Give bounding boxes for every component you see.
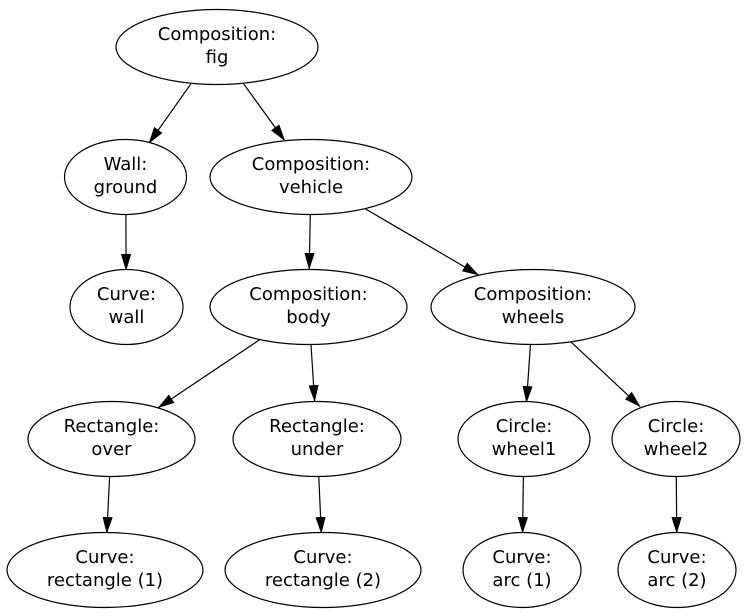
node-ground: Wall: ground xyxy=(63,138,188,216)
edge-body-under xyxy=(308,344,319,402)
node-wheels-shape xyxy=(430,268,636,346)
node-wheel1-label-name: wheel1 xyxy=(492,439,557,460)
node-arc1-label-type: Curve: xyxy=(492,547,551,568)
node-wheel2-shape xyxy=(611,400,741,478)
node-rect1-label-type: Curve: xyxy=(75,547,134,568)
nodes-layer: Composition: fig Wall: ground Compositio… xyxy=(6,8,741,609)
node-vehicle-label-name: vehicle xyxy=(279,177,343,198)
node-rect1-shape xyxy=(6,531,204,609)
node-arc1-shape xyxy=(462,531,582,609)
node-wall: Curve: wall xyxy=(69,268,184,346)
node-wheel2-label-type: Circle: xyxy=(648,416,705,437)
node-under-shape xyxy=(232,400,402,478)
node-rect2: Curve: rectangle (2) xyxy=(224,531,422,609)
edge-vehicle-wheels xyxy=(365,208,480,276)
node-over-shape xyxy=(27,400,196,478)
node-rect2-shape xyxy=(224,531,422,609)
node-vehicle: Composition: vehicle xyxy=(209,138,413,216)
node-under-label-type: Rectangle: xyxy=(269,416,365,437)
node-wheel2: Circle: wheel2 xyxy=(611,400,741,478)
node-wheel1-shape xyxy=(457,400,591,478)
node-rect1-label-name: rectangle (1) xyxy=(47,570,163,591)
node-wheel1-label-type: Circle: xyxy=(496,416,553,437)
node-under-label-name: under xyxy=(291,439,344,460)
edge-wheel1-arc1 xyxy=(517,475,528,534)
node-over-label-type: Rectangle: xyxy=(64,416,160,437)
edge-wheels-wheel2 xyxy=(570,341,641,408)
edge-body-over xyxy=(157,339,260,409)
node-arc1-label-name: arc (1) xyxy=(492,570,551,591)
node-under: Rectangle: under xyxy=(232,400,402,478)
node-wall-label-type: Curve: xyxy=(97,284,156,305)
node-arc1: Curve: arc (1) xyxy=(462,531,582,609)
node-body: Composition: body xyxy=(209,268,408,346)
edge-under-rect2 xyxy=(315,476,326,534)
node-body-label-name: body xyxy=(286,307,331,328)
node-arc2: Curve: arc (2) xyxy=(617,531,737,609)
node-ground-shape xyxy=(63,138,188,216)
node-fig-label-type: Composition: xyxy=(158,24,276,45)
node-rect2-label-name: rectangle (2) xyxy=(265,570,381,591)
edge-vehicle-body xyxy=(304,214,315,270)
node-fig-label-name: fig xyxy=(206,47,229,68)
node-vehicle-shape xyxy=(209,138,413,216)
node-wheels: Composition: wheels xyxy=(430,268,636,346)
node-over: Rectangle: over xyxy=(27,400,196,478)
node-wall-shape xyxy=(69,268,184,346)
node-arc2-shape xyxy=(617,531,737,609)
node-ground-label-name: ground xyxy=(94,177,158,198)
node-body-shape xyxy=(209,268,408,346)
node-wheel1: Circle: wheel1 xyxy=(457,400,591,478)
node-rect1: Curve: rectangle (1) xyxy=(6,531,204,609)
node-body-label-type: Composition: xyxy=(249,284,367,305)
node-wheels-label-type: Composition: xyxy=(474,284,592,305)
node-wheels-label-name: wheels xyxy=(502,307,565,328)
node-wheel2-label-name: wheel2 xyxy=(644,439,709,460)
node-rect2-label-type: Curve: xyxy=(293,547,352,568)
node-vehicle-label-type: Composition: xyxy=(252,154,370,175)
edges-layer xyxy=(102,83,682,534)
node-over-label-name: over xyxy=(91,439,132,460)
node-arc2-label-type: Curve: xyxy=(647,547,706,568)
edge-fig-vehicle xyxy=(243,83,286,142)
node-fig-shape xyxy=(115,8,319,86)
node-wall-label-name: wall xyxy=(109,307,145,328)
node-ground-label-type: Wall: xyxy=(104,154,148,175)
edge-over-rect1 xyxy=(102,476,113,534)
edge-fig-ground xyxy=(148,83,192,144)
edge-wheels-wheel1 xyxy=(522,344,533,403)
node-arc2-label-name: arc (2) xyxy=(647,570,706,591)
node-fig: Composition: fig xyxy=(115,8,319,86)
